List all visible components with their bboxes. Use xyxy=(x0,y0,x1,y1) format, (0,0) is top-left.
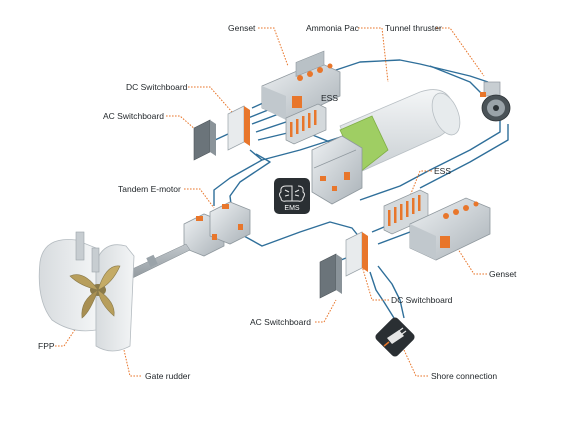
ems-box: EMS xyxy=(274,178,310,214)
label-tunnel-thruster: Tunnel thruster xyxy=(385,23,442,33)
label-ac-switchboard-bottom: AC Switchboard xyxy=(250,317,311,327)
tunnel-thruster xyxy=(480,81,511,122)
ammonia-pac-tank xyxy=(311,89,461,205)
cable-thruster-down-2 xyxy=(419,124,509,189)
label-genset-top: Genset xyxy=(228,23,256,33)
genset-bottom xyxy=(409,197,491,261)
cable-top-loop-2 xyxy=(429,65,483,95)
cable-dc-bottom-to-genset xyxy=(377,231,411,245)
label-dc-switchboard-top: DC Switchboard xyxy=(126,82,188,92)
cable-network xyxy=(213,59,509,319)
dc-switchboard-bottom xyxy=(345,231,368,277)
ems-label: EMS xyxy=(284,205,300,212)
cable-ac-top-to-dc-top xyxy=(214,133,229,141)
leader-lines xyxy=(55,27,487,377)
fpp-propeller xyxy=(69,265,121,319)
label-shore-connection: Shore connection xyxy=(431,371,498,381)
dc-switchboard-top xyxy=(227,105,250,151)
cable-top-loop-back xyxy=(261,133,351,161)
genset-top xyxy=(261,50,341,121)
ess-bottom xyxy=(383,189,429,235)
label-ac-switchboard-top: AC Switchboard xyxy=(103,111,164,121)
ac-switchboard-top xyxy=(193,119,216,161)
label-dc-switchboard-bottom: DC Switchboard xyxy=(391,295,453,305)
gate-rudder xyxy=(38,231,135,352)
brain-icon xyxy=(279,185,305,202)
label-fpp: FPP xyxy=(38,341,55,351)
plug-icon xyxy=(383,327,407,347)
label-genset-bottom: Genset xyxy=(489,269,517,279)
label-ammonia-pac: Ammonia Pac xyxy=(306,23,359,33)
cable-emotor-to-dc-bottom xyxy=(243,221,361,247)
label-ess-top: ESS xyxy=(321,93,339,103)
label-gate-rudder: Gate rudder xyxy=(145,371,191,381)
label-tandem-emotor: Tandem E-motor xyxy=(118,184,181,194)
label-ess-bottom: ESS xyxy=(434,166,452,176)
ac-switchboard-bottom xyxy=(319,253,342,299)
tandem-emotor xyxy=(183,201,251,257)
shore-connection xyxy=(375,317,415,357)
ess-top xyxy=(285,103,327,145)
cable-thruster-down xyxy=(359,120,501,201)
cable-dc-top-to-emotor xyxy=(213,149,263,206)
cable-dc-top-to-emotor-2 xyxy=(229,153,271,213)
cable-dc-bottom-to-shore xyxy=(369,271,395,319)
cable-dc-bottom-to-shore-2 xyxy=(377,265,405,319)
